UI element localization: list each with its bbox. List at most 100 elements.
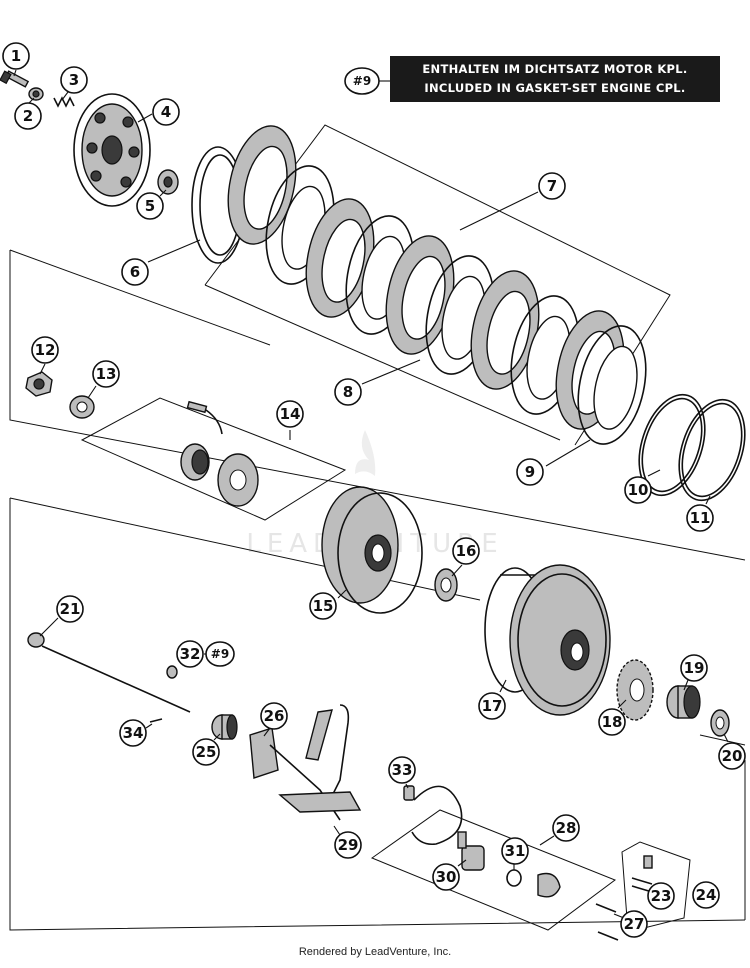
part-4-pressure-plate [73, 93, 151, 207]
part-20-washer [710, 709, 730, 737]
callout-circle [334, 831, 362, 859]
callout-number: 7 [547, 177, 557, 195]
callout-16: 16 [451, 537, 480, 577]
callout-circle [309, 592, 337, 620]
callout-20: 20 [718, 733, 746, 770]
part-13-washer [69, 395, 95, 419]
callout-circle [334, 378, 362, 406]
callout-circle [478, 692, 506, 720]
callout-circle [121, 258, 149, 286]
callout-number: 20 [722, 747, 743, 765]
callout-circle [152, 98, 180, 126]
callout-number: 16 [456, 542, 477, 560]
callout-number: 18 [602, 713, 623, 731]
callout-number: 21 [60, 600, 81, 618]
callout-33: 33 [388, 756, 416, 789]
callout-circle [192, 738, 220, 766]
callout-number: 13 [96, 365, 117, 383]
callout-number: 25 [196, 743, 217, 761]
callout-number: 31 [505, 842, 526, 860]
callout-number: 10 [628, 481, 649, 499]
part-30-actuator [457, 831, 485, 871]
callout-circle [388, 756, 416, 784]
callout-21: 21 [39, 595, 84, 637]
callout-circle [92, 360, 120, 388]
part-26-clutch-lever [249, 704, 362, 821]
callout-circle [260, 702, 288, 730]
callout-26: 26 [260, 702, 288, 737]
part-5-bearing [157, 169, 179, 195]
clutch-plate [227, 125, 297, 245]
callout-circle [718, 742, 746, 770]
callout-2: 2 [14, 97, 42, 130]
callout-number: 34 [123, 724, 144, 742]
callout-6: 6 [121, 239, 201, 286]
callout-7: 7 [459, 172, 566, 231]
callout-number: 32 [180, 645, 201, 663]
part-16-washer [434, 568, 458, 602]
callout-1: 1 [2, 42, 30, 77]
part-34-pin [149, 718, 163, 723]
clutch-plate [470, 270, 540, 390]
callout-19: 19 [680, 654, 708, 691]
callout-number: 11 [690, 509, 711, 527]
callout-24: 24 [692, 881, 720, 909]
callout-circle [552, 814, 580, 842]
note-line-2: INCLUDED IN GASKET-SET ENGINE CPL. [424, 81, 685, 95]
part-23-spring-kit [631, 855, 653, 893]
part-1-bolt [0, 70, 30, 88]
callout-circle [680, 654, 708, 682]
callout-25: 25 [192, 733, 221, 766]
gasket-set-note: #9 ENTHALTEN IM DICHTSATZ MOTOR KPL. INC… [344, 56, 720, 102]
callout-14: 14 [276, 400, 304, 440]
part-31-o-ring [506, 869, 522, 887]
callout-circle [620, 910, 648, 938]
callout-number: 27 [624, 915, 645, 933]
part-15-inner-hub [321, 486, 423, 614]
callout-circle [516, 458, 544, 486]
callout-number: 6 [130, 263, 140, 281]
callout-number: 29 [338, 836, 359, 854]
callout-28: 28 [539, 814, 580, 846]
callout-number: 9 [525, 463, 535, 481]
part-18-gear [616, 659, 654, 721]
part-19-needle-bearing [666, 685, 701, 719]
callout-number: 15 [313, 597, 334, 615]
callout-number: 5 [145, 197, 155, 215]
part-25-piston [211, 714, 238, 740]
callout-number: 2 [23, 107, 33, 125]
clutch-plate [305, 198, 375, 318]
callout-circle [538, 172, 566, 200]
callout-13: 13 [87, 360, 120, 399]
callout-31: 31 [501, 837, 529, 870]
callout-number: 1 [11, 47, 21, 65]
clutch-plate [577, 325, 647, 445]
part-11-ring [678, 398, 746, 502]
callout-12: 12 [31, 336, 59, 375]
callout-number: 33 [392, 761, 413, 779]
callout-number: 14 [280, 405, 301, 423]
part-32-tag-text: #9 [211, 647, 229, 661]
callout-circle [176, 640, 204, 668]
callout-number: 4 [161, 103, 171, 121]
part-27-bolts [595, 903, 619, 941]
callout-5: 5 [136, 189, 167, 220]
part-17-clutch-basket [484, 564, 611, 716]
callout-number: 19 [684, 659, 705, 677]
callout-18: 18 [598, 699, 627, 736]
callout-30: 30 [432, 859, 467, 891]
clutch-plate-stack [227, 125, 647, 445]
callout-23: 23 [647, 882, 675, 910]
callout-circle [119, 719, 147, 747]
callout-number: 26 [264, 707, 285, 725]
part-21-pushrod [27, 632, 191, 713]
callout-number: 3 [69, 71, 79, 89]
footer-credit: Rendered by LeadVenture, Inc. [298, 946, 452, 958]
callout-27: 27 [613, 910, 648, 938]
callout-circle [2, 42, 30, 70]
callout-circle [624, 476, 652, 504]
callout-3: 3 [60, 66, 88, 101]
callout-29: 29 [333, 825, 362, 859]
